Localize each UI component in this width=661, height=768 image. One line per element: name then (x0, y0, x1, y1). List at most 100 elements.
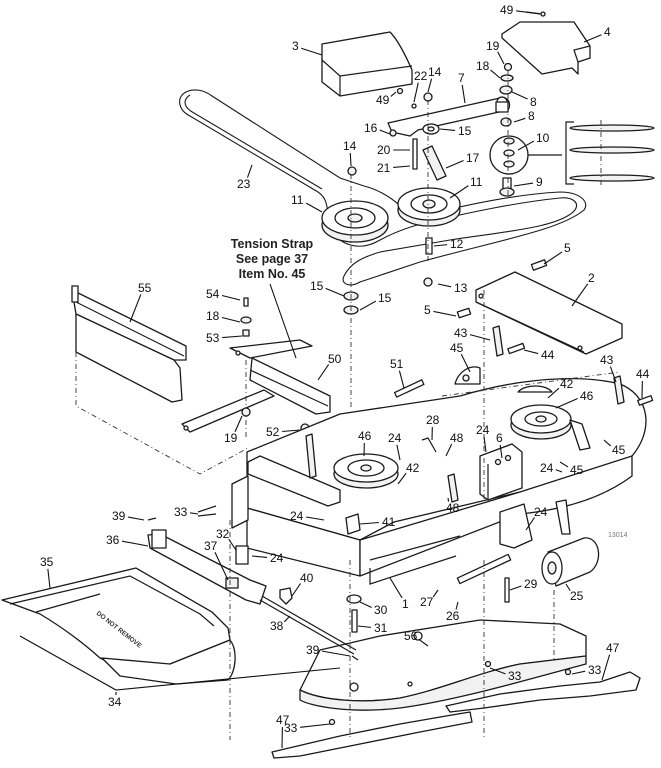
callout-leader (390, 91, 397, 97)
callout-number: 1 (402, 597, 409, 611)
callout-55: 55 (129, 281, 152, 323)
callout-50: 50 (317, 352, 342, 381)
callout-leader (513, 182, 534, 187)
bolt-part-12 (425, 237, 433, 255)
callout-18: 18 (476, 59, 501, 79)
callout-23: 23 (237, 164, 253, 191)
callout-leader (555, 398, 578, 409)
callout-leader (306, 516, 325, 521)
callout-number: 33 (174, 505, 188, 519)
callout-number: 28 (426, 413, 440, 427)
callout-leader (221, 316, 241, 323)
callout-30: 30 (359, 601, 388, 617)
nut-part-19 (503, 62, 513, 72)
callout-34: 34 (108, 691, 122, 709)
shield-part-55 (71, 285, 249, 475)
callout-number: 3 (292, 39, 299, 53)
belt-cover-left-part-3 (321, 31, 413, 97)
callout-35: 35 (40, 555, 54, 589)
callout-number: 9 (536, 175, 543, 189)
callout-number: 33 (284, 721, 298, 735)
callout-45: 45 (559, 461, 584, 477)
callout-33: 33 (571, 663, 602, 677)
blade-part-47-right (445, 671, 641, 713)
callout-leader (445, 443, 453, 457)
callout-leader (601, 654, 611, 681)
callout-leader (517, 140, 535, 151)
callout-5: 5 (543, 241, 571, 265)
callout-number: 8 (530, 95, 537, 109)
belt-cover-right-part-4 (501, 21, 591, 75)
callout-3: 3 (292, 39, 323, 56)
callout-39: 39 (112, 509, 145, 523)
note-line-2: See page 37 (235, 252, 309, 266)
callout-44: 44 (523, 348, 555, 362)
callout-1: 1 (389, 577, 409, 611)
callout-number: 41 (382, 515, 396, 529)
callout-45: 45 (450, 341, 471, 373)
callout-leader (427, 78, 433, 93)
deck-front-wall (231, 455, 341, 529)
callout-leader (489, 667, 506, 675)
callout-48: 48 (445, 431, 464, 457)
chain-part-43-left (492, 325, 504, 357)
callout-leader (190, 512, 199, 515)
callout-number: 37 (204, 539, 218, 553)
callout-leader (214, 551, 229, 581)
spindle-part-9 (499, 177, 515, 197)
callout-20: 20 (377, 143, 410, 157)
callout-24: 24 (525, 505, 548, 531)
note-line-1: Tension Strap (230, 237, 314, 251)
washer-part-18 (500, 74, 514, 82)
note-line-3: Item No. 45 (238, 267, 306, 281)
callout-leader (439, 128, 456, 131)
callout-24: 24 (476, 423, 490, 453)
callout-number: 23 (237, 177, 251, 191)
callout-leader (349, 152, 352, 167)
callout-leader (525, 517, 536, 531)
callout-leader (490, 69, 501, 79)
callout-number: 50 (328, 352, 342, 366)
callout-number: 36 (106, 533, 120, 547)
callout-15: 15 (310, 279, 345, 297)
callout-leader (389, 577, 403, 599)
callout-25: 25 (565, 583, 584, 603)
callout-54: 54 (206, 287, 241, 301)
idler-brackets-part-42 (517, 385, 591, 451)
callout-number: 18 (476, 59, 490, 73)
callout-number: 24 (476, 423, 490, 437)
callout-leader (234, 415, 243, 433)
centerlines (229, 70, 555, 740)
callout-7: 7 (458, 71, 466, 104)
bolt-parts-33-39 (147, 505, 572, 726)
callout-33: 33 (489, 667, 522, 683)
roller-bracket-pair (499, 499, 571, 549)
callout-number: 19 (224, 431, 238, 445)
callout-number: 43 (454, 326, 468, 340)
callout-number: 16 (364, 121, 378, 135)
bolt-part-44 (507, 342, 654, 406)
callout-31: 31 (357, 621, 388, 635)
callout-leader (357, 625, 372, 628)
callout-number: 47 (606, 641, 620, 655)
callout-number: 24 (534, 505, 548, 519)
callout-number: 29 (524, 577, 538, 591)
callout-number: 24 (270, 551, 284, 565)
callout-number: 42 (560, 377, 574, 391)
callout-leader (447, 497, 450, 502)
callout-number: 11 (291, 193, 304, 207)
nut-part-13 (423, 277, 433, 287)
callout-39: 39 (306, 643, 351, 657)
chain-part-43-right (613, 375, 625, 405)
callout-number: 24 (540, 461, 554, 475)
callout-15: 15 (359, 291, 392, 311)
callout-6: 6 (496, 431, 503, 459)
callout-10: 10 (517, 131, 550, 151)
pulley-right-part-11 (397, 187, 461, 227)
callout-45: 45 (603, 439, 626, 457)
callout-number: 53 (206, 331, 220, 345)
callout-leader (437, 283, 452, 288)
callout-leader (359, 521, 380, 525)
callout-leader (513, 117, 526, 123)
callout-leader (397, 472, 407, 485)
